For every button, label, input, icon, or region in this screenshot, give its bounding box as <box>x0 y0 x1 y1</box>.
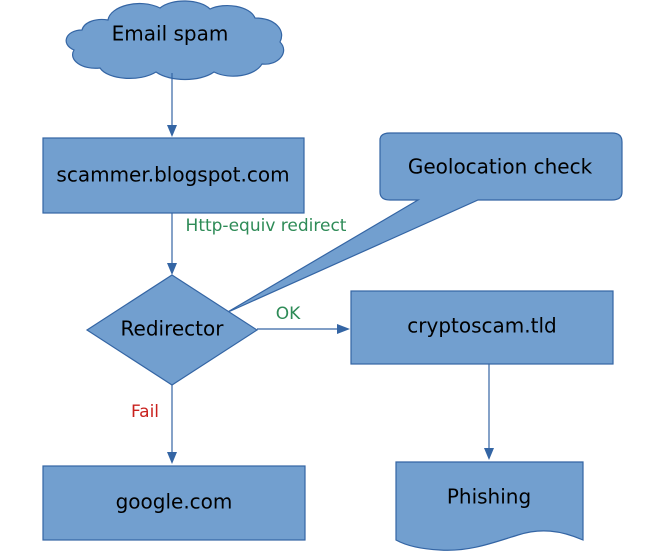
google-rect <box>42 465 306 541</box>
cryptoscam-label: cryptoscam.tld <box>407 314 556 338</box>
phishing-document: Phishing <box>395 461 584 551</box>
edge-blog-to-redirector <box>167 213 177 275</box>
email-spam-label: Email spam <box>112 22 229 46</box>
redirector-decision: Redirector <box>85 274 259 386</box>
google-label: google.com <box>116 490 233 514</box>
geolocation-check-callout: Geolocation check <box>225 132 623 314</box>
edge-spam-to-blog <box>167 73 177 137</box>
phishing-label: Phishing <box>447 485 531 509</box>
scammer-blog-box: scammer.blogspot.com <box>42 137 305 214</box>
geolocation-check-label: Geolocation check <box>408 155 593 179</box>
ok-label: OK <box>276 304 301 324</box>
fail-label: Fail <box>131 402 159 422</box>
edge-cryptoscam-to-phishing <box>484 364 494 460</box>
cryptoscam-rect <box>350 290 614 365</box>
email-spam-cloud: Email spam <box>65 0 285 81</box>
google-box: google.com <box>42 465 306 541</box>
scammer-blog-label: scammer.blogspot.com <box>56 163 289 187</box>
edge-redirector-to-google <box>167 385 177 464</box>
cryptoscam-box: cryptoscam.tld <box>350 290 614 365</box>
callout-shape <box>225 132 623 314</box>
http-equiv-redirect-label: Http-equiv redirect <box>186 216 347 236</box>
document-shape <box>395 461 584 551</box>
edge-redirector-to-cryptoscam <box>257 324 350 334</box>
redirector-label: Redirector <box>121 317 225 341</box>
scammer-blog-rect <box>42 137 305 214</box>
cloud-shape <box>65 0 285 81</box>
